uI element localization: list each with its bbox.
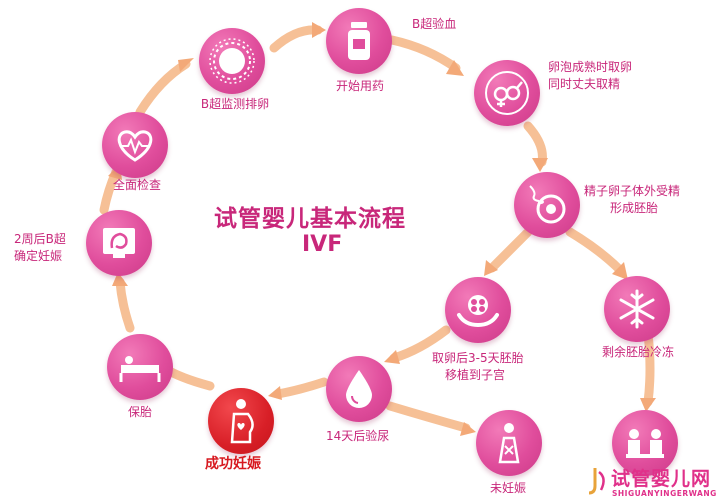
drop-icon bbox=[346, 370, 372, 408]
node-urine-test bbox=[326, 356, 392, 422]
woman-cross-icon bbox=[498, 423, 520, 464]
node-egg-retrieval bbox=[474, 60, 540, 126]
label-confirm-1: 2周后B超 bbox=[14, 232, 66, 246]
arrow-medication-to-blood bbox=[387, 35, 461, 73]
label-full-exam: 全面检查 bbox=[112, 178, 161, 192]
arrow-exam-to-ovulation bbox=[135, 59, 191, 117]
arrow-ovulation-to-medication bbox=[269, 25, 323, 53]
label-fertilize-1: 精子卵子体外受精 bbox=[584, 184, 681, 198]
label-ultrasound-ovulation: B超监测排卵 bbox=[200, 97, 270, 111]
arrow-fertilize-to-freeze bbox=[565, 227, 625, 275]
label-ultrasound-blood: B超验血 bbox=[412, 17, 457, 31]
follicle-icon bbox=[209, 38, 255, 84]
arrow-transfer-to-urine bbox=[389, 325, 451, 363]
sperm-egg-icon bbox=[529, 185, 566, 224]
node-doctor bbox=[612, 410, 678, 476]
arrowhead-7 bbox=[384, 350, 400, 364]
arrow-urine-to-notpregnant bbox=[385, 401, 471, 433]
label-retrieve-2: 同时丈夫取精 bbox=[548, 77, 621, 91]
node-ultrasound-ovulation bbox=[199, 28, 265, 94]
node-embryo-transfer bbox=[445, 277, 511, 343]
doctor-patient-icon bbox=[626, 429, 664, 458]
male-female-icon bbox=[485, 71, 529, 115]
arrowhead-10 bbox=[640, 398, 656, 412]
arrowhead-3 bbox=[446, 60, 464, 76]
arrow-retrieve-to-fertilize bbox=[523, 121, 547, 167]
ultrasound-screen-icon bbox=[103, 228, 135, 258]
logo-mark-icon bbox=[588, 468, 605, 495]
node-confirm bbox=[86, 210, 152, 276]
node-protect bbox=[107, 334, 173, 400]
arrow-freeze-to-doctor bbox=[643, 329, 655, 407]
arrow-fertilize-to-transfer bbox=[487, 227, 533, 273]
label-not-pregnant: 未妊娠 bbox=[490, 481, 527, 495]
arrowhead-1 bbox=[178, 58, 194, 72]
label-protect: 保胎 bbox=[128, 405, 153, 419]
label-transfer-1: 取卵后3-5天胚胎 bbox=[432, 351, 524, 365]
arrowhead-9 bbox=[460, 422, 476, 436]
logo-name: 试管婴儿网 bbox=[611, 468, 712, 490]
heart-monitor-icon bbox=[117, 130, 153, 162]
arrow-protect-to-confirm bbox=[115, 277, 135, 333]
node-success bbox=[208, 388, 274, 454]
label-retrieve-1: 卵泡成熟时取卵 bbox=[548, 60, 633, 74]
label-fertilize-2: 形成胚胎 bbox=[610, 201, 659, 215]
label-freeze: 剩余胚胎冷冻 bbox=[602, 345, 675, 359]
diagram-subtitle: IVF bbox=[302, 232, 343, 257]
medicine-bottle-icon bbox=[348, 22, 370, 60]
node-fertilization bbox=[514, 172, 580, 238]
arrowhead-4 bbox=[532, 158, 548, 172]
arrowhead-12 bbox=[112, 272, 128, 286]
arrowhead-2 bbox=[312, 22, 326, 38]
node-full-exam bbox=[102, 112, 168, 178]
node-start-medication bbox=[326, 8, 392, 74]
diagram-title: 试管婴儿基本流程 bbox=[214, 206, 406, 232]
arrow-urine-to-success bbox=[273, 377, 329, 399]
label-confirm-2: 确定妊娠 bbox=[14, 249, 63, 263]
label-urine-test: 14天后验尿 bbox=[326, 429, 390, 443]
label-transfer-2: 移植到子宫 bbox=[445, 368, 506, 382]
arrowhead-8 bbox=[268, 386, 282, 400]
logo-pinyin: SHIGUANYINGERWANG bbox=[612, 489, 717, 498]
arrowhead-5 bbox=[612, 262, 628, 280]
node-not-pregnant bbox=[476, 410, 542, 476]
pregnant-woman-icon bbox=[230, 399, 254, 444]
label-start-medication: 开始用药 bbox=[335, 79, 384, 93]
bed-rest-icon bbox=[119, 356, 161, 382]
node-freeze bbox=[604, 276, 670, 342]
site-logo: 试管婴儿网 SHIGUANYINGERWANG bbox=[585, 462, 717, 502]
snowflake-icon bbox=[619, 289, 655, 329]
arrowhead-6 bbox=[484, 260, 498, 276]
hands-embryo-icon bbox=[457, 295, 499, 328]
label-success: 成功妊娠 bbox=[205, 456, 261, 472]
